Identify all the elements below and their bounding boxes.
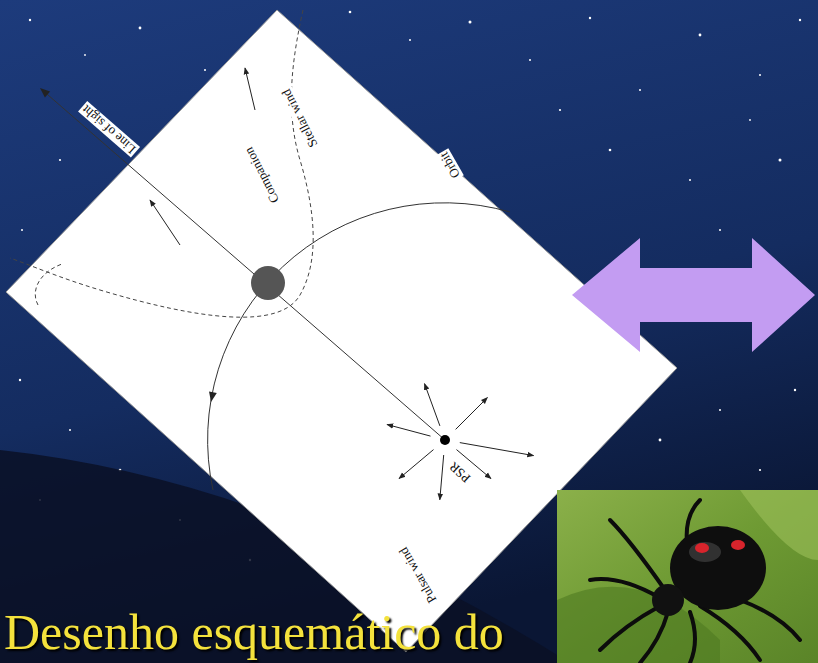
spider-spot — [695, 543, 709, 553]
spider-leg — [590, 579, 660, 598]
star — [469, 21, 472, 24]
star — [409, 39, 411, 41]
wind-arrow — [399, 450, 434, 479]
star — [609, 149, 612, 152]
companion-star — [251, 266, 285, 300]
star — [779, 159, 782, 162]
star — [84, 54, 86, 56]
double-arrow — [572, 238, 815, 352]
diagram-label: PSR — [445, 458, 475, 487]
star — [529, 59, 531, 61]
star — [749, 119, 751, 121]
star — [204, 69, 206, 71]
wind-arrow — [425, 384, 440, 426]
star — [659, 439, 662, 442]
star — [639, 89, 641, 91]
star — [794, 389, 796, 391]
slide-caption: Desenho esquemático do — [4, 606, 504, 659]
spider-highlight — [689, 542, 721, 562]
wind-arrow — [440, 455, 444, 500]
diagram-label: Stellar wind — [278, 85, 321, 151]
diagram-label: Pulsar wind — [395, 543, 440, 607]
star — [59, 159, 61, 161]
spider-leg — [600, 606, 660, 650]
bow-shock-inner — [35, 264, 62, 305]
star — [349, 11, 352, 14]
line-of-sight-arrowhead — [40, 88, 50, 98]
star — [719, 409, 721, 411]
orbit-arc — [208, 203, 510, 490]
wind-arrow — [150, 200, 180, 245]
star — [719, 229, 721, 231]
star — [139, 27, 142, 30]
spider-legs — [590, 500, 800, 663]
diagram-label: Line of sight — [78, 100, 141, 157]
spider-leg — [640, 612, 668, 663]
star — [799, 19, 801, 21]
star — [589, 17, 591, 19]
diagram-label: Companion — [241, 143, 283, 207]
spider-leg — [740, 600, 800, 640]
star — [29, 19, 31, 21]
star — [689, 179, 691, 181]
spider-photo — [557, 490, 818, 663]
star — [559, 109, 561, 111]
star — [759, 74, 761, 76]
photo-ground — [557, 490, 818, 663]
wind-arrow — [460, 443, 534, 456]
bow-shock — [10, 10, 313, 317]
spider-abdomen — [670, 526, 766, 610]
stellar-wind-arrows — [150, 68, 255, 245]
line-of-sight — [44, 92, 445, 441]
star — [21, 229, 23, 231]
wind-arrow — [245, 68, 255, 110]
spider-leg — [690, 612, 695, 663]
diagram-label: Orbit — [436, 148, 464, 182]
wind-arrow — [456, 398, 488, 430]
spider-head — [652, 584, 684, 616]
star — [19, 379, 21, 381]
orbit-arrowhead — [209, 391, 217, 402]
star — [759, 469, 761, 471]
spider-leg — [700, 606, 760, 660]
pulsar-wind-arrows — [387, 384, 534, 500]
star — [699, 34, 702, 37]
star — [69, 429, 71, 431]
spider-spot — [731, 540, 745, 550]
wind-arrow — [387, 425, 431, 437]
pulsar-dot — [440, 435, 450, 445]
